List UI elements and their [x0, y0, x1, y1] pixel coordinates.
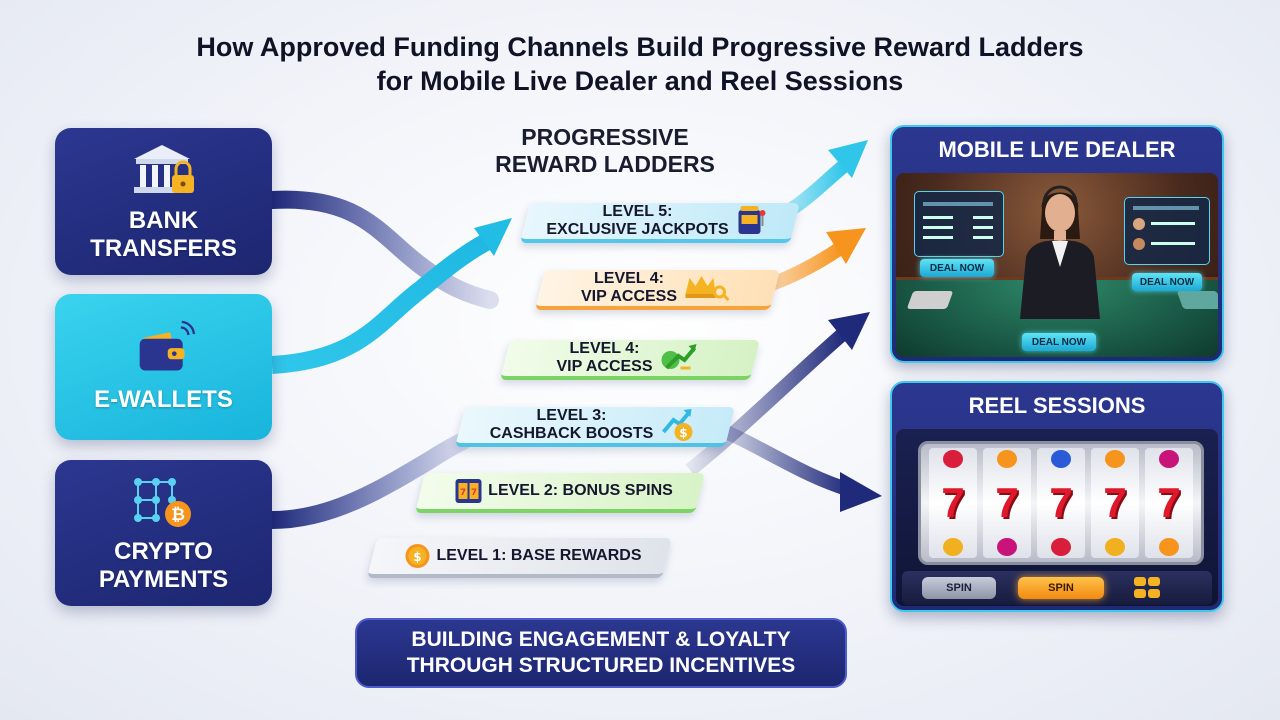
svg-text:$: $: [679, 426, 687, 440]
live-dealer-panel: MOBILE LIVE DEALER DEAL NOW DEAL NOW: [890, 125, 1224, 363]
deal-now-button-center[interactable]: DEAL NOW: [1022, 333, 1096, 351]
live-dealer-title: MOBILE LIVE DEALER: [938, 137, 1176, 162]
odds-screen-right: [1124, 197, 1210, 265]
navy-flow-down: [707, 418, 853, 497]
fruit-icon: [1051, 538, 1071, 556]
bet-buttons[interactable]: [1134, 577, 1164, 599]
slot-reel-icon: 7 7: [455, 479, 482, 503]
fruit-icon: [1159, 450, 1179, 468]
reel-symbol: 7: [941, 479, 965, 526]
reel-symbol: 7: [995, 479, 1019, 526]
banner-line-2: THROUGH STRUCTURED INCENTIVES: [406, 654, 796, 677]
channel-label: E-WALLETS: [94, 386, 233, 413]
ladder-title: PROGRESSIVE REWARD LADDERS: [495, 124, 715, 177]
svg-text:7: 7: [460, 488, 466, 498]
banner-line-1: BUILDING ENGAGEMENT & LOYALTY: [411, 628, 791, 651]
reel-4: 7: [1091, 448, 1139, 558]
ladder-step-level-1: $ LEVEL 1: BASE REWARDS: [367, 538, 672, 578]
spin-button-primary[interactable]: SPIN: [1018, 577, 1104, 599]
title-line-2: for Mobile Live Dealer and Reel Sessions: [376, 66, 904, 96]
orange-arrowhead: [826, 228, 866, 264]
crypto-flow: [271, 431, 470, 529]
bank-lock-icon: [133, 144, 194, 193]
reel-symbol: 7: [1049, 479, 1073, 526]
navy-arrowhead-up: [828, 312, 870, 350]
ladder-step-level-4-access: LEVEL 4: VIP ACCESS: [500, 340, 760, 380]
fruit-icon: [1159, 538, 1179, 556]
channel-bank-transfers: BANK TRANSFERS: [55, 128, 272, 275]
reel-1: 7: [929, 448, 977, 558]
wallet-icon: [139, 320, 195, 371]
slot-machine: 7 7 7 7 7: [896, 429, 1218, 606]
reel-sessions-panel: REEL SESSIONS 7 7 7 7: [890, 381, 1224, 612]
reel-symbol: 7: [1157, 479, 1181, 526]
channel-label: CRYPTO PAYMENTS: [98, 538, 229, 593]
deal-now-button-right[interactable]: DEAL NOW: [1132, 273, 1202, 291]
fruit-icon: [1105, 538, 1125, 556]
fruit-icon: [1105, 450, 1125, 468]
slot-machine-icon: [738, 206, 766, 234]
ewallet-arrowhead: [474, 218, 512, 256]
channel-e-wallets: E-WALLETS: [55, 294, 272, 440]
crown-key-icon: [685, 276, 730, 302]
step-label: LEVEL 5: EXCLUSIVE JACKPOTS: [546, 203, 729, 238]
step-label: LEVEL 2: BONUS SPINS: [488, 482, 673, 499]
fruit-icon: [997, 538, 1017, 556]
ladder-step-level-4-vip: LEVEL 4: VIP ACCESS: [535, 270, 780, 310]
reel-symbol: 7: [1103, 479, 1127, 526]
navy-flow-up: [685, 326, 850, 476]
fruit-icon: [943, 538, 963, 556]
fruit-icon: [1051, 450, 1071, 468]
step-label: LEVEL 4: VIP ACCESS: [580, 270, 678, 305]
ladder-step-level-5: LEVEL 5: EXCLUSIVE JACKPOTS: [520, 203, 800, 243]
ladder-step-level-2: 7 7 LEVEL 2: BONUS SPINS: [415, 473, 705, 513]
step-label: LEVEL 4: VIP ACCESS: [556, 340, 653, 375]
svg-text:7: 7: [471, 488, 477, 498]
navy-arrowhead-down: [840, 472, 882, 512]
reel-2: 7: [983, 448, 1031, 558]
channel-crypto-payments: ₿ CRYPTO PAYMENTS: [55, 460, 272, 606]
dealer-avatar: [1020, 185, 1100, 319]
chip-tray-right: [1176, 291, 1218, 309]
fruit-icon: [997, 450, 1017, 468]
coin-icon: $: [405, 544, 430, 568]
reel-frame: 7 7 7 7 7: [918, 441, 1204, 565]
chip-tray-left: [906, 291, 954, 309]
crypto-network-icon: ₿: [133, 478, 191, 527]
reel-sessions-title: REEL SESSIONS: [968, 393, 1146, 418]
step-label: LEVEL 3: CASHBACK BOOSTS: [489, 407, 654, 442]
step-label: LEVEL 1: BASE REWARDS: [436, 547, 642, 564]
ewallet-flow: [271, 231, 495, 374]
spin-button-secondary[interactable]: SPIN: [922, 577, 996, 599]
reel-3: 7: [1037, 448, 1085, 558]
fruit-icon: [943, 450, 963, 468]
growth-arrow-icon: [661, 344, 697, 370]
engagement-banner: BUILDING ENGAGEMENT & LOYALTY THROUGH ST…: [355, 618, 847, 688]
cyan-arrowhead-top: [828, 140, 868, 178]
page-title: How Approved Funding Channels Build Prog…: [0, 30, 1280, 98]
live-dealer-scene: DEAL NOW DEAL NOW DEAL NOW: [896, 173, 1218, 357]
deal-now-button-left[interactable]: DEAL NOW: [920, 259, 994, 277]
ladder-step-level-3: LEVEL 3: CASHBACK BOOSTS $: [455, 407, 735, 447]
svg-text:₿: ₿: [171, 505, 185, 525]
title-line-1: How Approved Funding Channels Build Prog…: [196, 32, 1084, 62]
odds-screen-left: [914, 191, 1004, 257]
channel-label: BANK TRANSFERS: [90, 206, 237, 262]
cashback-coin-icon: $: [661, 409, 693, 441]
svg-text:$: $: [413, 550, 421, 564]
bank-flow: [263, 190, 499, 309]
reel-5: 7: [1145, 448, 1193, 558]
